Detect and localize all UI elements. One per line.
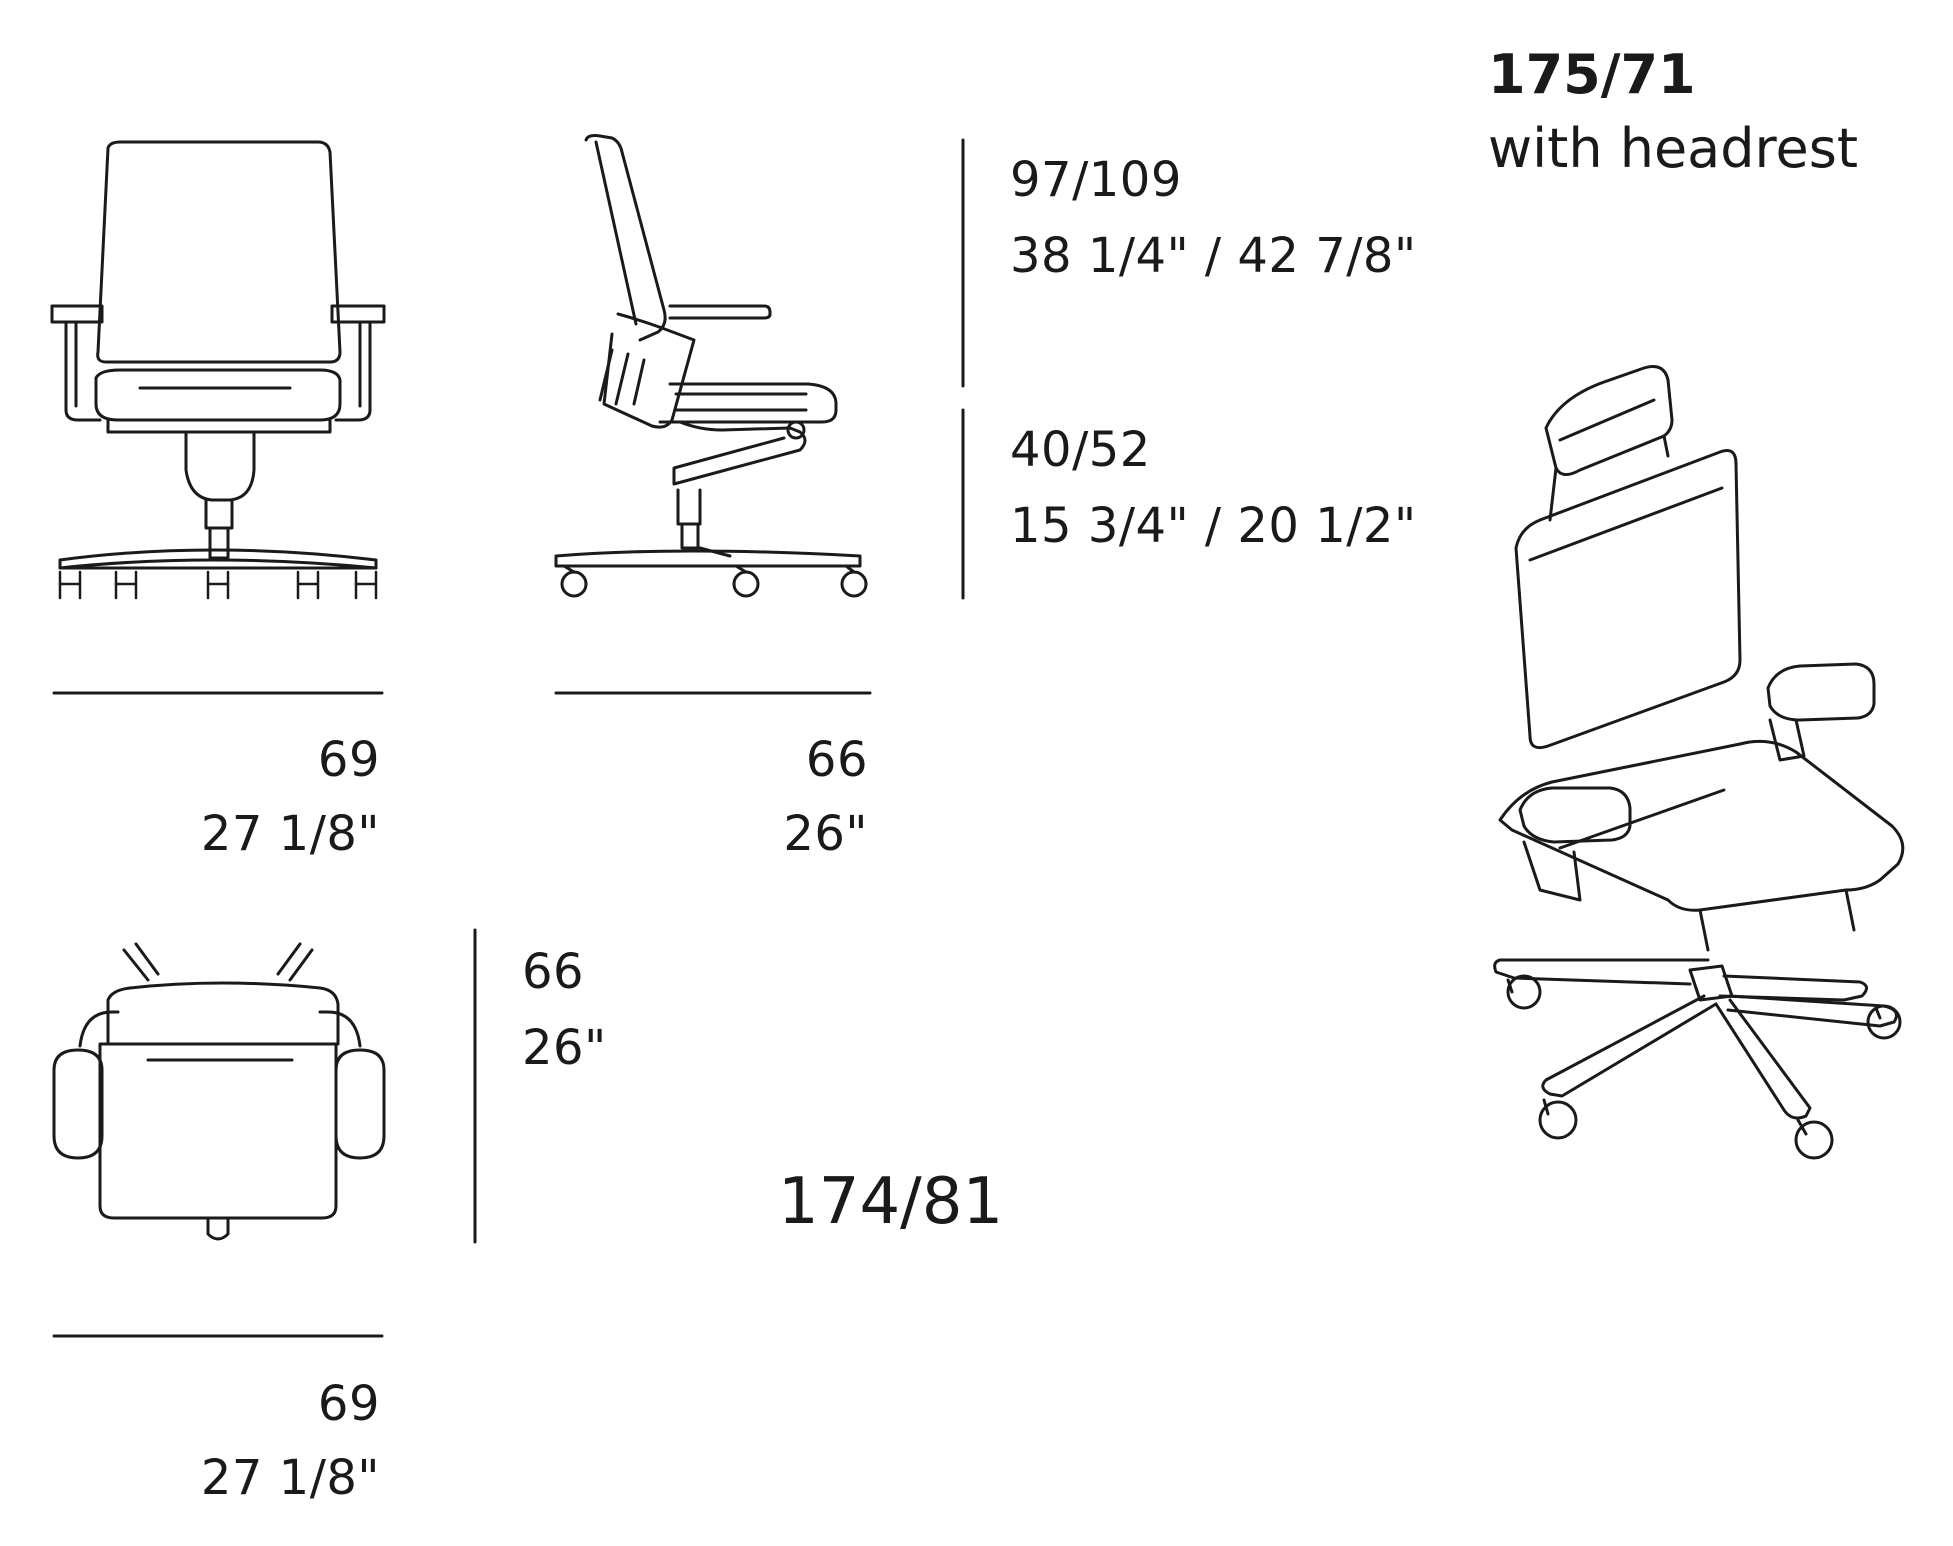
top-depth-inch: 26" <box>522 1020 607 1076</box>
front-width-cm: 69 <box>317 732 380 788</box>
side-view-chair <box>556 136 866 597</box>
model-code: 174/81 <box>778 1165 1004 1239</box>
side-depth-inch: 26" <box>783 806 868 862</box>
dimension-lines <box>54 140 963 1336</box>
front-width-inch: 27 1/8" <box>200 806 380 862</box>
top-width-cm: 69 <box>317 1376 380 1432</box>
headrest-chair-perspective <box>1495 367 1903 1159</box>
seat-height-inch: 15 3/4" / 20 1/2" <box>1010 498 1417 554</box>
headrest-model-code: 175/71 <box>1488 43 1696 106</box>
seat-height-cm: 40/52 <box>1010 422 1151 478</box>
side-depth-cm: 66 <box>805 732 868 788</box>
headrest-model-label: with headrest <box>1488 117 1859 180</box>
top-width-inch: 27 1/8" <box>200 1450 380 1506</box>
total-height-cm: 97/109 <box>1010 152 1182 208</box>
total-height-inch: 38 1/4" / 42 7/8" <box>1010 228 1417 284</box>
top-depth-cm: 66 <box>522 944 585 1000</box>
top-view-chair <box>54 944 384 1239</box>
front-view-chair <box>52 142 384 598</box>
